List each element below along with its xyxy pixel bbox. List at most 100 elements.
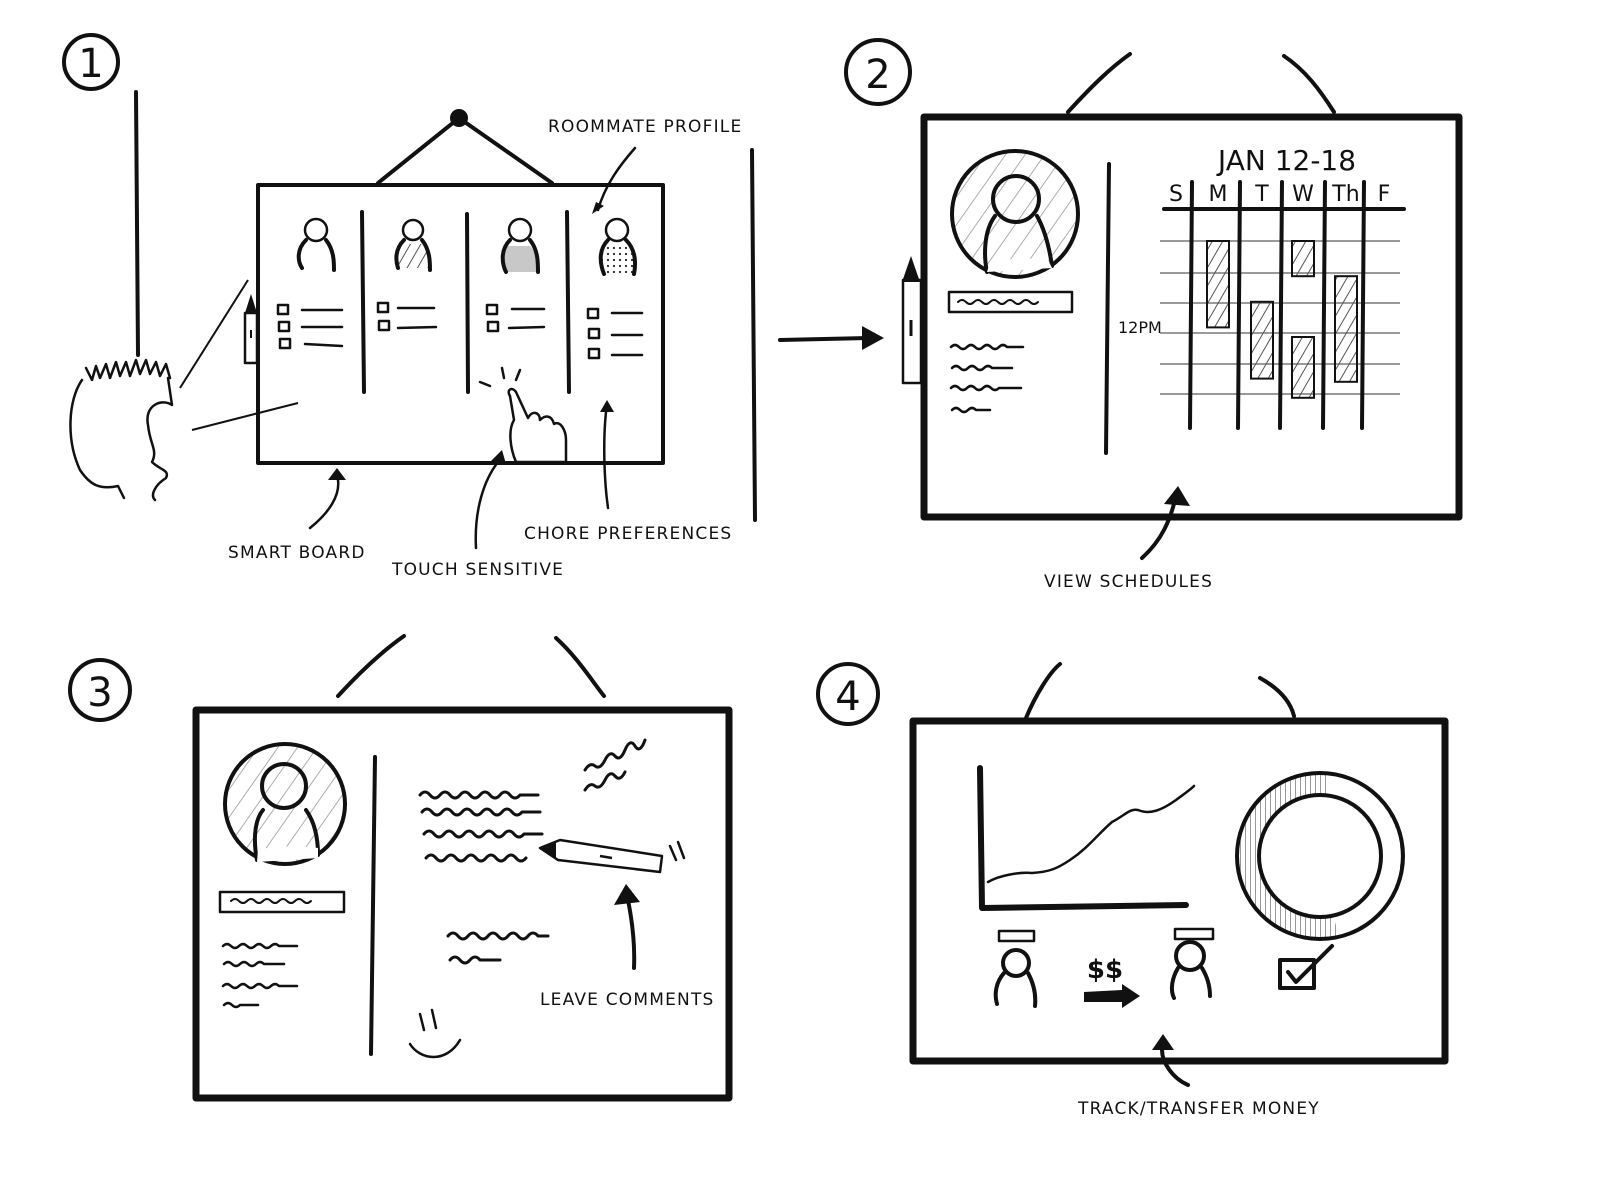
chore-checkbox[interactable] <box>586 307 600 320</box>
annotation-arrow <box>626 898 637 970</box>
label-leave-comments: LEAVE COMMENTS <box>540 990 715 1010</box>
calendar-event-block[interactable] <box>1250 300 1274 380</box>
profile-bio-text <box>949 343 1025 414</box>
chore-checkbox[interactable] <box>376 301 390 314</box>
smart-board-screen[interactable] <box>256 183 665 465</box>
label-view-schedules: VIEW SCHEDULES <box>1044 572 1213 592</box>
comment-doodle <box>583 738 647 772</box>
chore-checkbox[interactable] <box>587 327 601 340</box>
roommate-column-2[interactable] <box>376 218 438 332</box>
board-hanger-icon <box>336 634 606 698</box>
roommate-avatar-icon <box>394 218 432 272</box>
roommate-column-3[interactable] <box>485 217 546 333</box>
panel-number-3: 3 <box>68 658 132 722</box>
calendar-event-block[interactable] <box>1206 240 1230 329</box>
chore-list <box>376 301 438 332</box>
calendar-day-header[interactable]: Th <box>1331 182 1359 207</box>
annotation-arrow <box>1160 1048 1190 1087</box>
section-divider <box>369 755 377 1056</box>
name-tag <box>1173 927 1215 941</box>
smart-board-screen[interactable] <box>192 706 733 1102</box>
panel-number-4: 4 <box>816 662 880 726</box>
chore-list <box>586 307 644 360</box>
section-divider <box>1104 162 1111 455</box>
panel-number-2: 2 <box>844 38 912 106</box>
smart-board-screen[interactable] <box>920 113 1463 521</box>
panel-2: 2 JAN 12-18 <box>844 38 1463 592</box>
comment-thread[interactable] <box>418 738 647 965</box>
wall-edge-right <box>750 148 757 522</box>
chore-list <box>485 303 546 333</box>
calendar-day-divider <box>1236 180 1242 430</box>
panel-3: 3 <box>68 634 733 1102</box>
label-chore-preferences: CHORE PREFERENCES <box>524 524 732 544</box>
column-divider <box>360 210 366 394</box>
ring-remaining-segment <box>1325 774 1401 937</box>
svg-text:1: 1 <box>78 41 103 87</box>
profile-avatar[interactable] <box>950 149 1080 279</box>
smiley-icon <box>408 1008 462 1059</box>
svg-text:2: 2 <box>865 52 890 98</box>
panel-1: 1 <box>62 33 757 580</box>
label-smart-board: SMART BOARD <box>228 543 366 563</box>
chore-checkbox[interactable] <box>276 303 290 316</box>
roommate-column-4[interactable] <box>586 217 644 360</box>
column-divider <box>465 212 470 394</box>
chart-trend-line <box>986 784 1196 884</box>
profile-name-field[interactable] <box>218 890 346 914</box>
calendar-day-header[interactable]: W <box>1292 182 1314 207</box>
comment-line <box>420 807 542 817</box>
calendar-event-block[interactable] <box>1291 336 1315 399</box>
annotation-arrow <box>603 410 610 510</box>
annotation-arrow <box>308 478 340 530</box>
label-touch-sensitive: TOUCH SENSITIVE <box>391 560 564 580</box>
chart-axes <box>977 765 1189 911</box>
comment-line <box>448 955 502 965</box>
roommate-avatar-icon <box>500 217 540 274</box>
svg-text:4: 4 <box>835 674 860 720</box>
column-divider <box>565 210 571 394</box>
ring-inner <box>1257 793 1383 919</box>
comment-line <box>422 829 544 839</box>
calendar-event-block[interactable] <box>1291 240 1315 278</box>
label-roommate-profile: ROOMMATE PROFILE <box>548 117 742 137</box>
arrow-right-icon <box>778 326 884 350</box>
currency-label: $$ <box>1087 955 1123 985</box>
calendar-day-header[interactable]: M <box>1209 182 1228 207</box>
name-tag <box>997 929 1036 943</box>
board-hanger-icon <box>376 109 554 185</box>
roommate-recipient[interactable] <box>1169 927 1215 1000</box>
profile-avatar[interactable] <box>223 742 347 866</box>
sightline-lower <box>191 402 299 431</box>
budget-ring-chart[interactable] <box>1235 771 1405 941</box>
profile-name-field[interactable] <box>947 290 1074 314</box>
chore-checkbox[interactable] <box>377 319 391 332</box>
roommate-column-1[interactable] <box>276 217 344 350</box>
board-hanger-icon <box>1024 662 1296 720</box>
profile-bio-text <box>221 942 299 1009</box>
roommate-avatar-icon <box>296 217 336 272</box>
comment-line <box>424 853 528 863</box>
calendar-event-block[interactable] <box>1334 275 1358 383</box>
chore-checkbox[interactable] <box>485 303 499 316</box>
smart-board-screen[interactable] <box>909 717 1449 1065</box>
calendar-day-header[interactable]: T <box>1254 182 1269 207</box>
calendar-day-header[interactable]: S <box>1169 182 1183 207</box>
chore-checkbox[interactable] <box>587 347 601 360</box>
checked-box-icon[interactable] <box>1278 944 1334 990</box>
money-transfer[interactable]: $$ <box>1084 955 1140 1008</box>
chore-checkbox[interactable] <box>277 320 291 333</box>
calendar-day-header[interactable]: F <box>1378 182 1391 207</box>
roommate-payer[interactable] <box>993 929 1038 1008</box>
comment-line <box>446 931 550 941</box>
calendar-title: JAN 12-18 <box>1216 144 1356 177</box>
annotation-arrow <box>1140 498 1177 560</box>
chore-checkbox[interactable] <box>486 320 500 333</box>
ring-outer <box>1235 771 1405 941</box>
expense-line-chart[interactable] <box>977 765 1196 911</box>
board-hanger-icon <box>1066 52 1336 114</box>
annotation-arrow <box>474 460 500 550</box>
comment-line <box>418 790 540 800</box>
chore-checkbox[interactable] <box>278 337 292 350</box>
